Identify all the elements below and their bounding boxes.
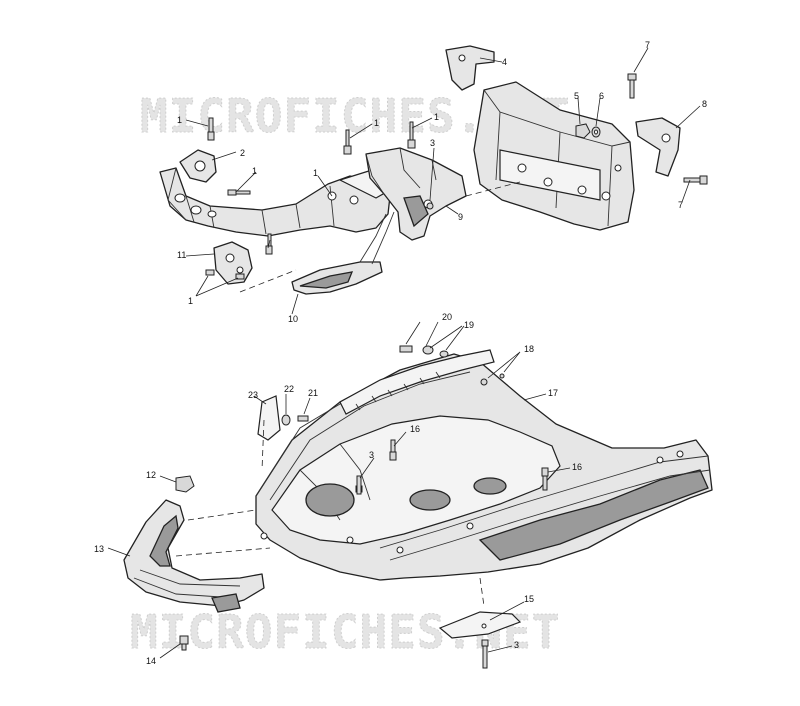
nut-12 [175,475,195,493]
callout-20: 20 [442,312,452,322]
callout-11: 11 [177,250,186,260]
callout-7: 7 [678,200,683,210]
bolt-7-top [627,73,637,99]
washer-6 [591,126,601,138]
belly-pan-17 [255,353,713,581]
callout-7: 7 [645,40,650,50]
fastener-1-set [205,117,416,280]
callout-6: 6 [599,91,604,101]
callout-5: 5 [574,91,579,101]
hardware-21-22-23 [257,395,309,441]
bumper-13 [123,499,265,613]
callout-14: 14 [146,656,156,666]
bolt-3-lower [481,639,489,669]
pan-front-lip [339,349,495,415]
nut-5 [575,123,591,139]
callout-16: 16 [572,462,582,472]
fastener-3-upper [426,202,434,210]
fastener-18 [480,373,505,386]
callout-1: 1 [177,115,182,125]
callout-3: 3 [514,640,519,650]
plate-15 [438,611,522,639]
alignment-lines-lower [175,419,485,607]
callout-1: 1 [313,168,318,178]
callout-4: 4 [502,57,507,67]
callout-22: 22 [284,384,294,394]
callout-16: 16 [410,424,420,434]
bracket-2 [179,149,217,183]
center-support-9 [365,147,467,241]
callout-9: 9 [458,212,463,222]
bolt-14 [179,635,189,651]
skid-rail-10 [291,211,395,295]
bracket-4 [445,45,495,91]
hardware-19-20 [399,345,449,358]
callout-18: 18 [524,344,534,354]
rear-bulkhead [473,81,635,231]
callout-19: 19 [464,320,474,330]
bolt-16-set [389,439,549,491]
callout-1: 1 [252,166,257,176]
callout-15: 15 [524,594,534,604]
callout-12: 12 [146,470,156,480]
callout-13: 13 [94,544,104,554]
callout-10: 10 [288,314,298,324]
callout-21: 21 [308,388,318,398]
bolt-7-bottom [683,175,708,185]
callout-1: 1 [434,112,439,122]
leader-lines [107,47,701,659]
callout-8: 8 [702,99,707,109]
callout-3: 3 [430,138,435,148]
callout-3: 3 [369,450,374,460]
callout-17: 17 [548,388,558,398]
callout-2: 2 [240,148,245,158]
callout-1: 1 [374,118,379,128]
bracket-8 [635,117,681,177]
callout-23: 23 [248,390,258,400]
plate-11 [213,241,253,285]
callout-1: 1 [188,296,193,306]
alignment-line-rail [239,269,297,293]
callout-labels: 1 2 1 1 1 1 3 9 4 5 6 7 8 7 11 1 10 20 1… [94,40,707,666]
bolt-3-middle [355,475,363,495]
